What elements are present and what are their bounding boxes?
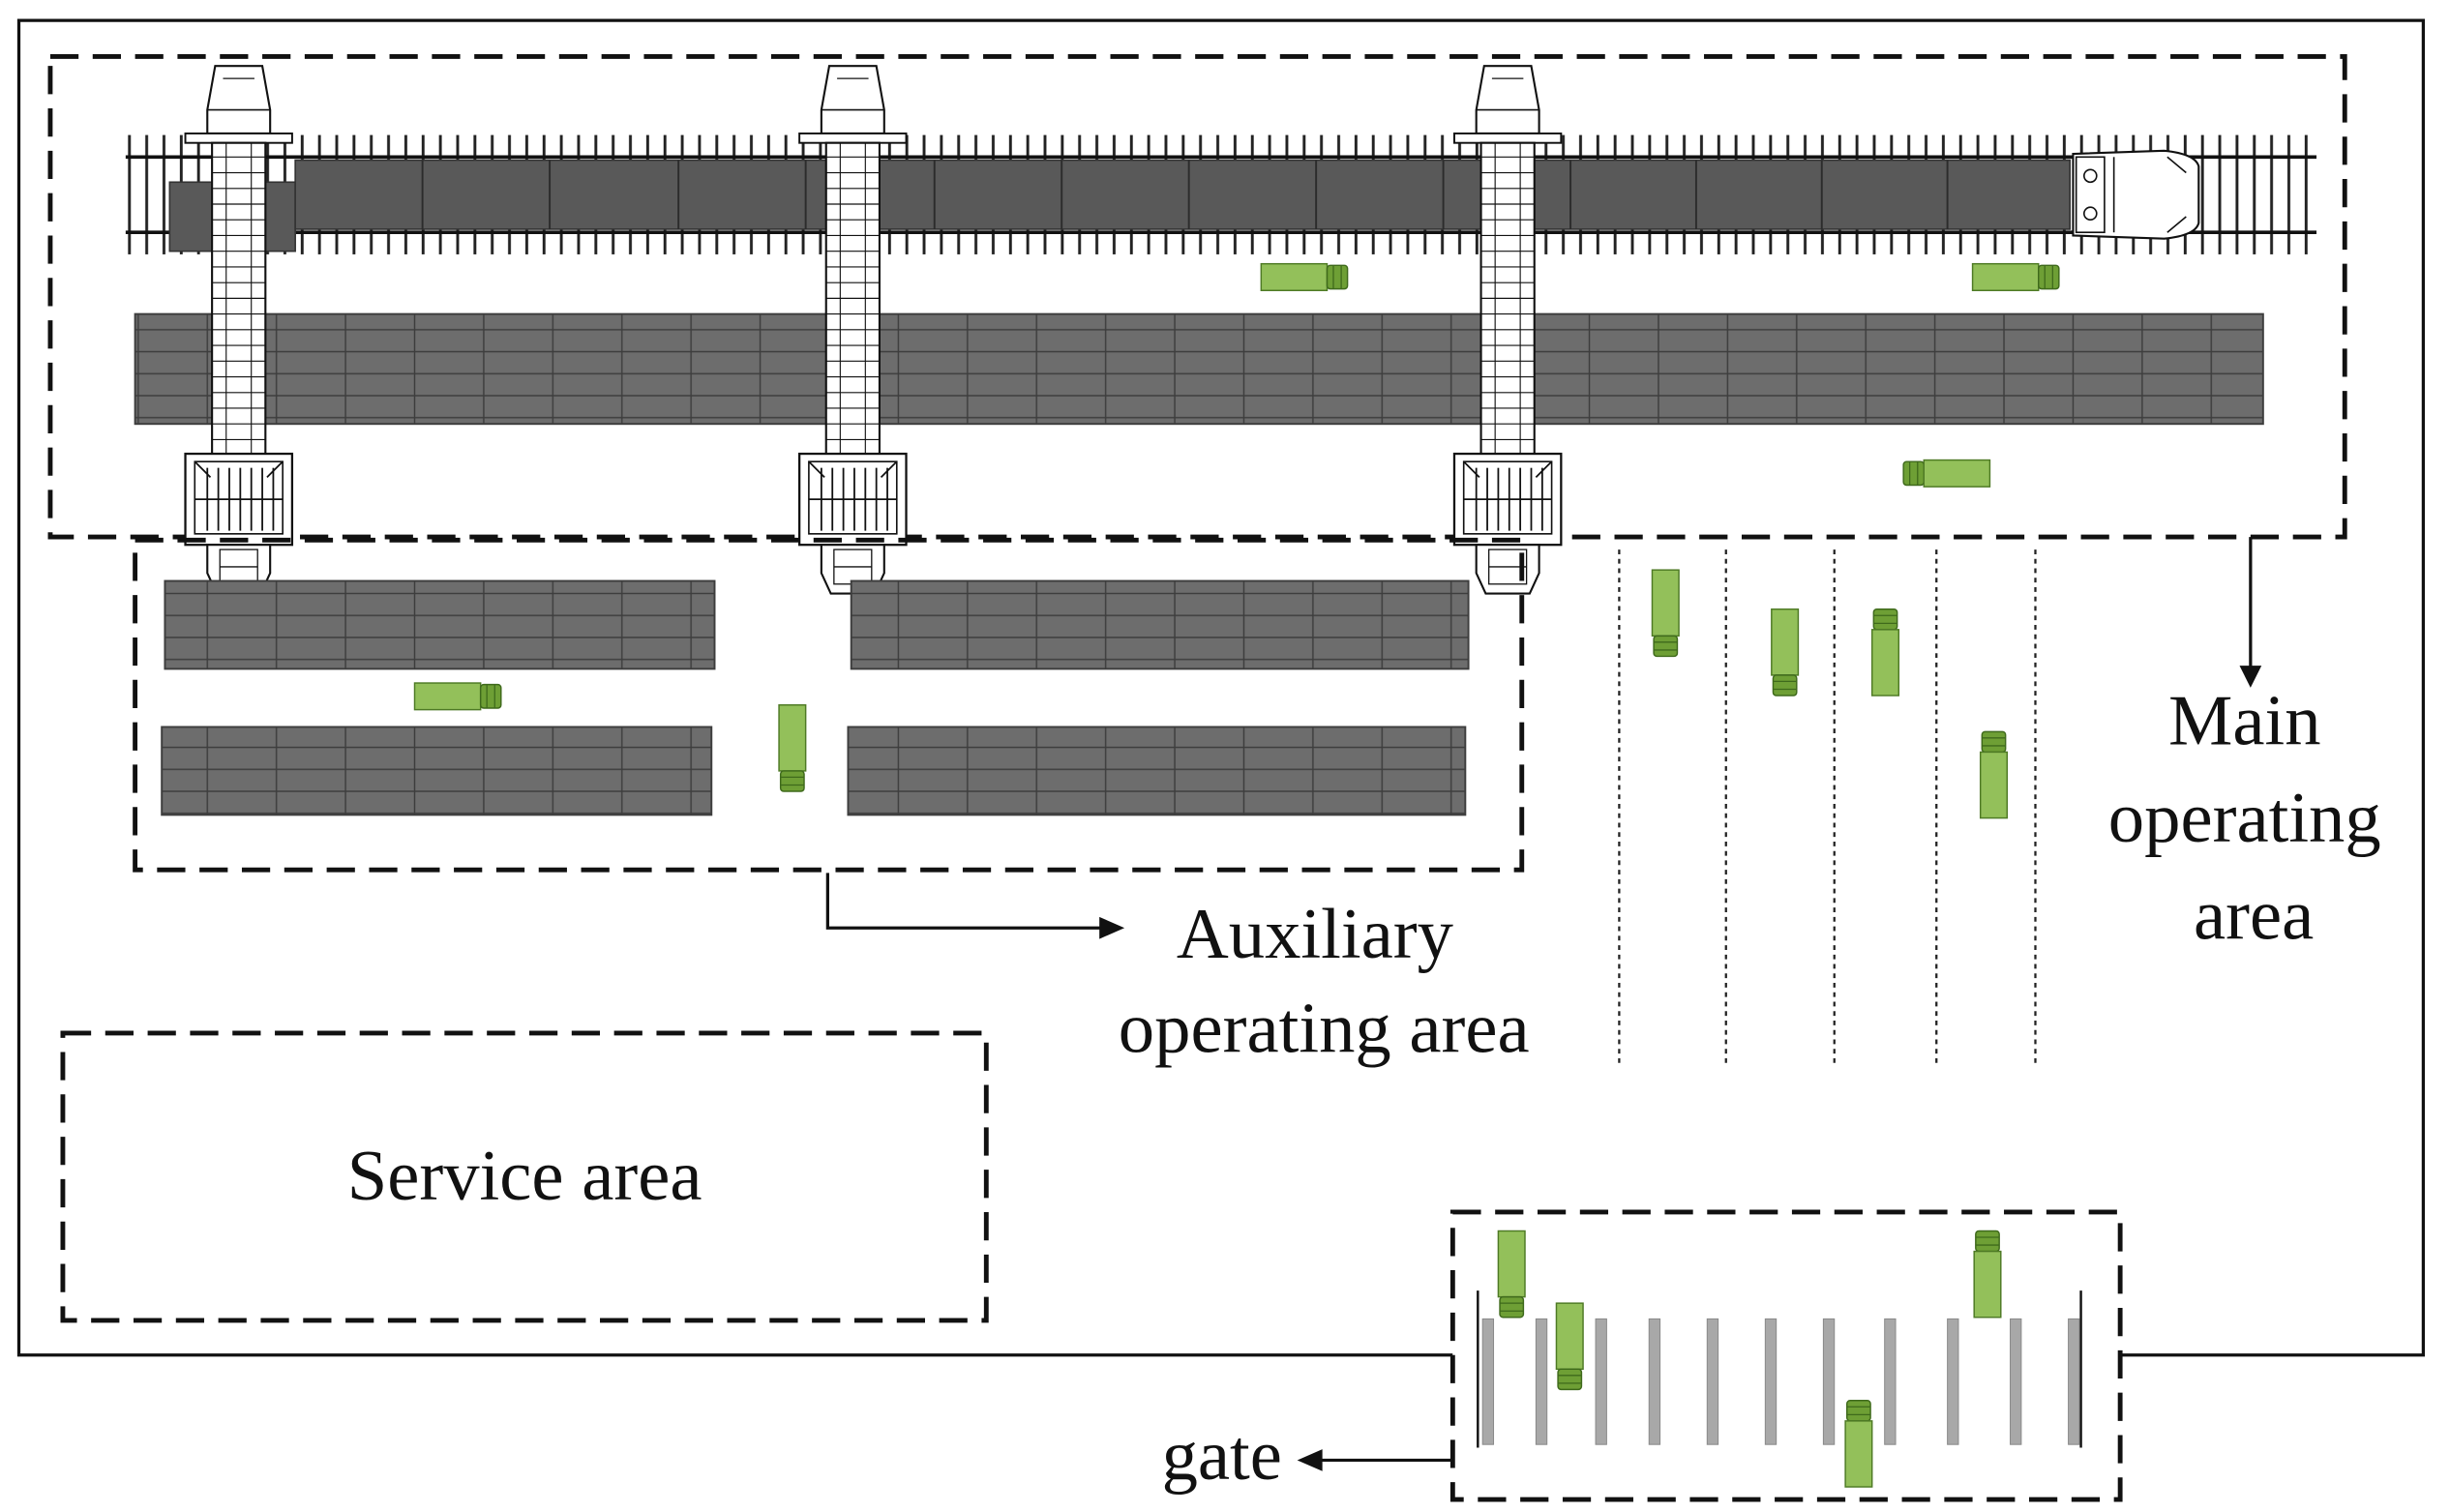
container-truck-icon — [1651, 569, 1680, 658]
container-truck-icon — [1971, 262, 2060, 291]
container-truck-icon — [1973, 1230, 2002, 1319]
auxiliary-operating-area — [133, 537, 1525, 873]
container-truck-icon — [1979, 730, 2009, 819]
container-truck-icon — [1771, 608, 1800, 697]
container-truck-icon — [1497, 1230, 1526, 1319]
container-truck-icon — [1260, 262, 1349, 291]
terminal-boundary — [16, 18, 2426, 1357]
container-truck-icon — [1902, 459, 1991, 488]
container-truck-icon — [1555, 1302, 1584, 1391]
service-area-boundary — [60, 1030, 989, 1323]
main-area-pointer-arrow — [2239, 537, 2262, 688]
main-operating-area-boundary — [47, 53, 2347, 540]
gate-lane-posts — [1481, 1318, 2080, 1445]
auxiliary-area-label-line1: Auxiliary — [1177, 894, 1454, 974]
aux-container-block-2 — [850, 579, 1470, 670]
auxiliary-area-boundary — [133, 537, 1525, 873]
aux-container-block-1 — [164, 579, 716, 670]
auxiliary-area-pointer-arrow — [825, 873, 1125, 939]
gate-area — [1449, 1209, 2123, 1502]
train-cars — [168, 159, 2072, 252]
main-area-label-line1: Main — [2168, 680, 2321, 760]
locomotive-icon — [2072, 149, 2200, 240]
gate-label: gate — [1162, 1415, 1282, 1496]
main-area-label-line3: area — [2194, 875, 2314, 956]
gate-exit-arrow — [1297, 1449, 1453, 1471]
container-truck-icon — [413, 682, 502, 711]
container-truck-icon — [778, 704, 807, 792]
main-operating-area — [47, 53, 2347, 595]
main-area-label-line2: operating — [2108, 778, 2381, 858]
main-area-label: Main operating area — [2108, 680, 2400, 955]
truck-lane-markings — [1618, 549, 2037, 1068]
service-area-label: Service area — [347, 1136, 702, 1216]
auxiliary-area-label: Auxiliary operating area — [1119, 894, 1530, 1068]
aux-container-block-4 — [847, 726, 1467, 816]
main-container-stack — [134, 312, 2264, 426]
aux-container-block-3 — [161, 726, 713, 816]
service-area: Service area — [60, 1030, 989, 1323]
auxiliary-area-label-line2: operating area — [1119, 988, 1530, 1068]
container-truck-icon — [1844, 1400, 1873, 1488]
container-truck-icon — [1870, 608, 1900, 697]
